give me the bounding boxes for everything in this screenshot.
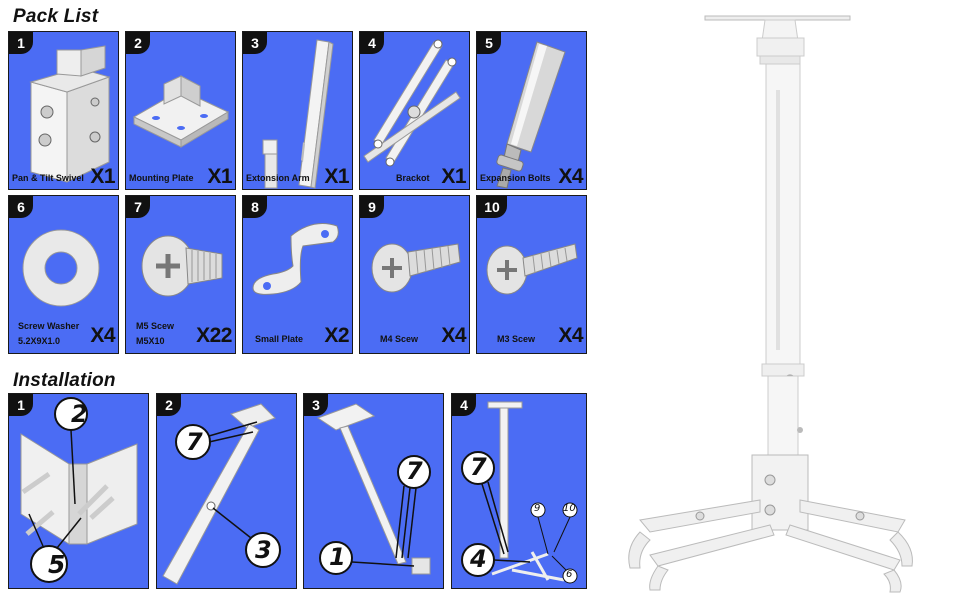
install-step-3: 3 7 1 xyxy=(303,393,444,589)
item-quantity: X22 xyxy=(196,324,232,347)
item-number-badge: 1 xyxy=(9,32,33,54)
step-2-illustration xyxy=(162,403,281,585)
callout-part-1: 1 xyxy=(329,543,346,571)
extension-arm-icon xyxy=(262,39,334,189)
bracket-icon xyxy=(363,39,461,167)
item-quantity: X4 xyxy=(90,324,115,347)
callout-part-10: 10 xyxy=(563,503,576,514)
step-4-illustration xyxy=(461,401,578,584)
pack-item-1: 1 Pan & Tilt Swivel X1 xyxy=(8,31,119,190)
item-number-badge: 4 xyxy=(360,32,384,54)
item-label: Pan & Tilt Swivel xyxy=(12,173,84,183)
callout-part-9: 9 xyxy=(534,503,541,514)
step-3-illustration xyxy=(316,403,431,575)
item-label: Brackot xyxy=(396,173,430,183)
install-step-4: 4 7 4 9 10 6 xyxy=(451,393,587,589)
callout-part-4: 4 xyxy=(470,545,487,573)
item-label: Extonsion Arm xyxy=(246,173,310,183)
m4-screw-icon xyxy=(371,243,461,293)
washer-icon xyxy=(22,229,100,307)
pack-item-6: 6 Screw Washer 5.2X9X1.0 X4 xyxy=(8,195,119,354)
step-1-illustration xyxy=(20,397,138,583)
step-number-badge: 2 xyxy=(157,394,181,416)
item-quantity: X1 xyxy=(90,165,115,188)
pack-item-3: 3 Extonsion Arm X1 xyxy=(242,31,353,190)
callout-part-5: 5 xyxy=(48,550,66,579)
m5-screw-icon xyxy=(141,235,223,297)
item-label-line2: 5.2X9X1.0 xyxy=(18,336,61,346)
callout-part-2: 2 xyxy=(71,400,88,428)
item-number-badge: 3 xyxy=(243,32,267,54)
callout-part-7: 7 xyxy=(406,457,423,485)
pack-item-7: 7 M5 Scew M5X10 X22 xyxy=(125,195,236,354)
item-number-badge: 2 xyxy=(126,32,150,54)
installation-heading: Installation xyxy=(13,370,116,391)
item-label: Small Plate xyxy=(255,334,304,344)
item-number-badge: 8 xyxy=(243,196,267,218)
item-quantity: X2 xyxy=(324,324,349,347)
pack-item-4: 4 Brackot X1 xyxy=(359,31,470,190)
item-number-badge: 10 xyxy=(477,196,507,218)
small-plate-icon xyxy=(252,223,339,295)
item-label: Expansion Bolts xyxy=(480,173,551,183)
install-step-1: 1 2 5 xyxy=(8,393,149,589)
mounting-plate-icon xyxy=(132,75,230,148)
item-label: Mounting Plate xyxy=(129,173,194,183)
callout-part-6: 6 xyxy=(566,569,573,580)
item-label: M4 Scew xyxy=(380,334,419,344)
swivel-icon xyxy=(29,45,111,183)
item-quantity: X4 xyxy=(441,324,466,347)
item-quantity: X4 xyxy=(558,165,583,188)
step-number-badge: 4 xyxy=(452,394,476,416)
callout-part-3: 3 xyxy=(255,536,272,564)
item-quantity: X1 xyxy=(441,165,466,188)
item-label-line2: M5X10 xyxy=(136,336,165,346)
pack-item-10: 10 M3 Scew X4 xyxy=(476,195,587,354)
m3-screw-icon xyxy=(486,243,578,295)
item-quantity: X4 xyxy=(558,324,583,347)
step-number-badge: 3 xyxy=(304,394,328,416)
expansion-bolt-icon xyxy=(496,41,566,189)
item-label: M5 Scew M5X10 xyxy=(136,320,174,347)
item-number-badge: 7 xyxy=(126,196,150,218)
pack-item-9: 9 M4 Scew X4 xyxy=(359,195,470,354)
item-label: M3 Scew xyxy=(497,334,536,344)
pack-item-2: 2 Mounting Plate X1 xyxy=(125,31,236,190)
pack-item-8: 8 Small Plate X2 xyxy=(242,195,353,354)
item-quantity: X1 xyxy=(207,165,232,188)
install-step-2: 2 7 3 xyxy=(156,393,297,589)
item-label: Screw Washer 5.2X9X1.0 xyxy=(18,320,79,347)
pack-item-5: 5 Expansion Bolts X4 xyxy=(476,31,587,190)
pack-list-heading: Pack List xyxy=(13,6,99,27)
item-label-line1: M5 Scew xyxy=(136,321,175,331)
item-label-line1: Screw Washer xyxy=(18,321,80,331)
item-number-badge: 9 xyxy=(360,196,384,218)
assembled-projector-mount-image xyxy=(628,15,913,593)
item-number-badge: 5 xyxy=(477,32,501,54)
item-number-badge: 6 xyxy=(9,196,33,218)
step-number-badge: 1 xyxy=(9,394,33,416)
callout-part-7: 7 xyxy=(186,428,203,456)
callout-part-7: 7 xyxy=(470,453,487,481)
item-quantity: X1 xyxy=(324,165,349,188)
